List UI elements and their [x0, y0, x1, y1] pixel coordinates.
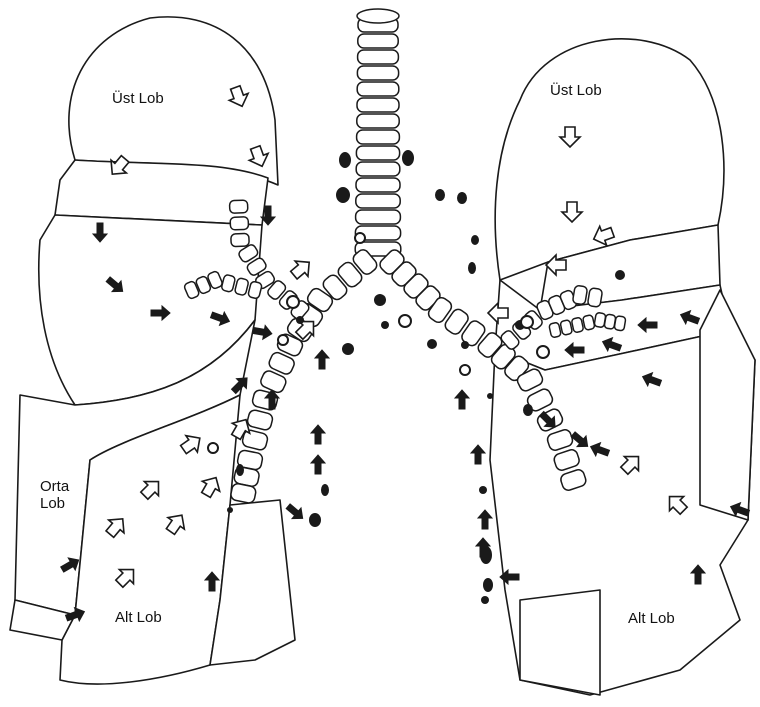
- left-upper-bronchus-ring: [231, 233, 249, 246]
- left-main-bronchus-ring: [246, 409, 273, 431]
- particle-dot: [336, 187, 350, 203]
- particle-dot: [483, 578, 493, 592]
- particle-dot: [461, 341, 469, 349]
- particle-dot: [435, 189, 445, 201]
- particle-dot: [523, 404, 533, 416]
- flow-solid-arrow: [455, 390, 469, 409]
- right-branch-ring: [560, 320, 573, 336]
- particle-dot: [227, 507, 233, 513]
- particle-dot: [236, 464, 244, 476]
- particle-dot: [481, 596, 489, 604]
- particle-dot: [296, 316, 304, 324]
- trachea-ring: [356, 194, 400, 208]
- left-main-bronchus-ring: [241, 429, 268, 451]
- trachea-ring: [356, 210, 401, 224]
- inflow-hollow-arrow: [287, 255, 315, 283]
- particle-dot: [615, 270, 625, 280]
- particle-dot: [479, 486, 487, 494]
- particle-ring: [278, 335, 288, 345]
- left-upper-lobe-lower-band: [55, 160, 268, 225]
- flow-solid-arrow: [311, 455, 325, 474]
- left-lower-lobe-label: Alt Lob: [115, 609, 162, 626]
- right-branch-ring: [549, 322, 562, 338]
- particle-dot: [468, 262, 476, 274]
- trachea-ring: [357, 114, 399, 128]
- flow-solid-arrow: [471, 445, 485, 464]
- particle-dot: [471, 235, 479, 245]
- particle-ring: [287, 296, 299, 308]
- right-upper-bronchus-ring: [587, 288, 602, 308]
- trachea-ring: [356, 146, 399, 160]
- trachea-ring: [357, 98, 399, 112]
- right-lower-lobe-label: Alt Lob: [628, 610, 675, 627]
- particle-dot: [480, 546, 492, 564]
- right-branch-ring: [582, 315, 595, 331]
- particle-dot: [402, 150, 414, 166]
- right-upper-lobe-label: Üst Lob: [550, 82, 602, 99]
- particle-dot: [487, 393, 493, 399]
- flow-solid-arrow: [284, 501, 308, 524]
- trachea-opening: [357, 9, 399, 23]
- right-base-front: [520, 590, 600, 695]
- particle-dot: [342, 343, 354, 355]
- trachea-ring: [357, 82, 399, 96]
- particle-ring: [537, 346, 549, 358]
- particle-dot: [381, 321, 389, 329]
- trachea-ring: [356, 178, 400, 192]
- left-upper-bronchus-ring: [230, 217, 248, 230]
- left-upper-lobe-label: Üst Lob: [112, 90, 164, 107]
- particle-dot: [427, 339, 437, 349]
- trachea-ring: [358, 34, 398, 48]
- particle-dot: [321, 484, 329, 496]
- particle-dot: [457, 192, 467, 204]
- right-lower-side: [700, 290, 755, 520]
- trachea-ring: [357, 130, 400, 144]
- particle-ring: [208, 443, 218, 453]
- flow-solid-arrow: [478, 510, 492, 529]
- right-branch-ring: [571, 317, 584, 333]
- trachea-ring: [357, 66, 398, 80]
- right-upper-bronchus-ring: [572, 285, 587, 305]
- right-branch-ring: [614, 316, 626, 331]
- flow-solid-arrow: [315, 350, 329, 369]
- particle-ring: [460, 365, 470, 375]
- particle-dot: [339, 152, 351, 168]
- particle-ring: [521, 316, 533, 328]
- trachea-ring: [356, 162, 400, 176]
- flow-solid-arrow: [252, 324, 273, 341]
- left-upper-bronchus-ring: [229, 200, 247, 213]
- trachea-ring: [358, 50, 399, 64]
- particle-dot: [309, 513, 321, 527]
- particle-ring: [399, 315, 411, 327]
- flow-solid-arrow: [311, 425, 325, 444]
- left-upper-lobe: [69, 17, 278, 185]
- particle-dot: [374, 294, 386, 306]
- particle-ring: [355, 233, 365, 243]
